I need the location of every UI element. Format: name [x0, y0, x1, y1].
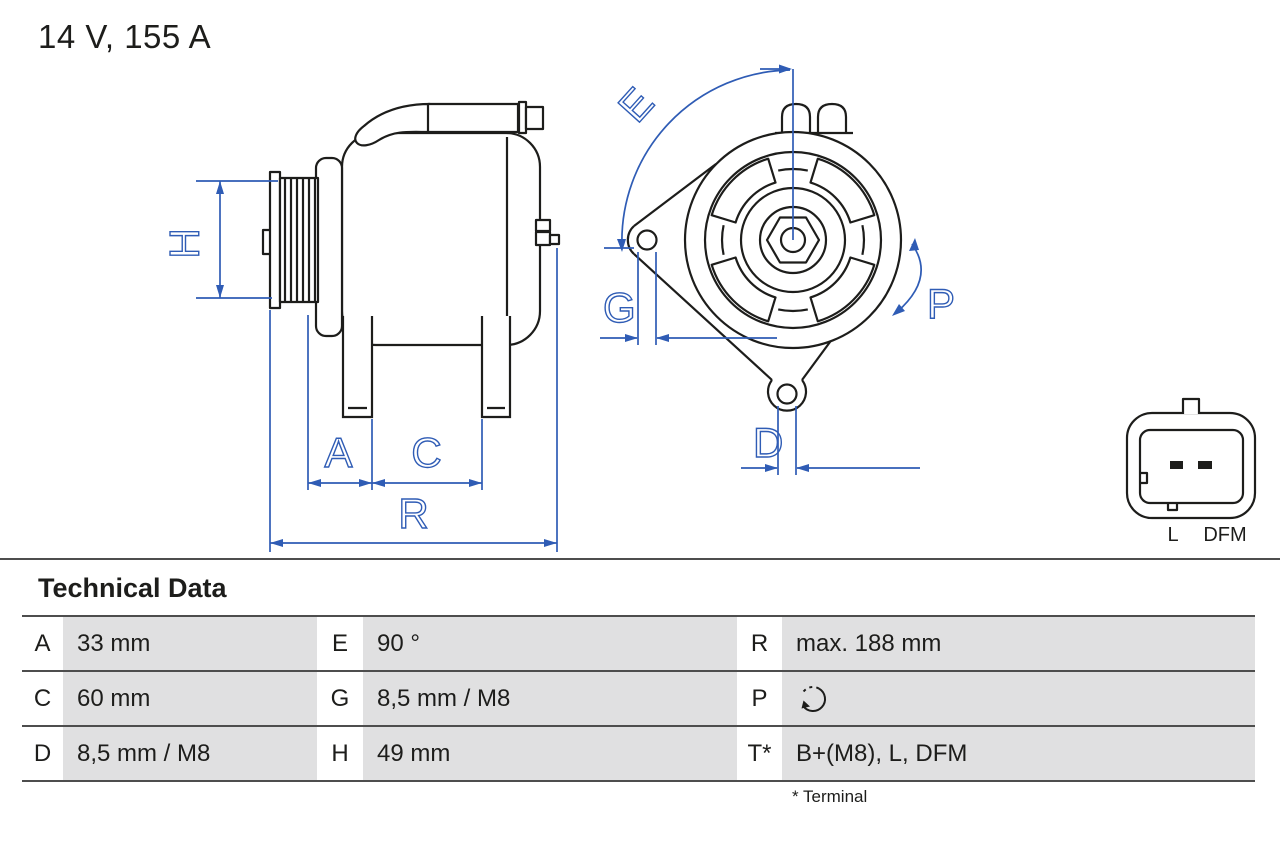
alternator-side-view: [261, 100, 561, 419]
connector-side-step: [1140, 471, 1149, 485]
mounting-hole-left: [636, 229, 658, 251]
spec-value-r: max. 188 mm: [782, 617, 1255, 670]
connector-pin-l: [1170, 461, 1183, 469]
vent-slot: [809, 157, 876, 224]
rear-terminal-tab: [548, 233, 561, 246]
rotation-direction-icon: [800, 685, 826, 712]
spec-key-d: D: [22, 727, 63, 780]
b-plus-stud-end: [524, 105, 545, 131]
vent-slot: [710, 157, 777, 224]
connector-pin-dfm: [1198, 461, 1212, 469]
spec-value-e: 90 °: [363, 617, 737, 670]
connector-diagram: L DFM: [1125, 397, 1257, 546]
terminal-footnote: * Terminal: [792, 787, 868, 806]
front-view-dimensions: E G D P: [600, 64, 956, 475]
page-title: 14 V, 155 A: [38, 18, 212, 55]
spec-value-d: 8,5 mm / M8: [63, 727, 317, 780]
table-row: A 33 mm E 90 ° R max. 188 mm: [22, 615, 1255, 670]
technical-data-table: A 33 mm E 90 ° R max. 188 mm C 60 mm G 8…: [22, 615, 1255, 782]
b-plus-cylinder: [426, 102, 520, 134]
connector-key-notch: [1166, 503, 1179, 512]
spec-key-h: H: [317, 727, 363, 780]
spec-key-c: C: [22, 672, 63, 725]
b-plus-duct: [354, 102, 432, 147]
dim-label-r: R: [398, 490, 429, 537]
dim-label-d: D: [753, 419, 784, 466]
pulley-groove-lines: [283, 178, 317, 302]
spec-value-c: 60 mm: [63, 672, 317, 725]
spec-value-g: 8,5 mm / M8: [363, 672, 737, 725]
body-lower-left-edge: [633, 253, 773, 381]
mounting-hole-bottom: [776, 383, 798, 405]
rear-terminal-lower: [534, 230, 552, 247]
rear-terminal-upper: [534, 218, 552, 233]
spec-key-g: G: [317, 672, 363, 725]
pulley-ribs: [278, 176, 320, 304]
section-divider: [0, 558, 1280, 560]
spec-key-a: A: [22, 617, 63, 670]
connector-cavity: [1138, 428, 1245, 505]
vent-ring-arcs: [721, 168, 865, 312]
mounting-foot-left: [341, 316, 374, 419]
dim-label-g: G: [603, 284, 637, 331]
table-row: C 60 mm G 8,5 mm / M8 P: [22, 670, 1255, 725]
alternator-body: [340, 131, 542, 347]
dim-label-p: P: [927, 280, 956, 327]
bottom-lug-tip: [766, 379, 808, 412]
connector-pin-label-dfm: DFM: [1203, 524, 1246, 546]
spec-value-a: 33 mm: [63, 617, 317, 670]
body-upper-left-edge: [633, 163, 717, 227]
alternator-drawing: H A C R: [160, 64, 1257, 552]
alternator-front-view: [626, 102, 903, 412]
technical-data-heading: Technical Data: [38, 573, 227, 603]
spec-key-e: E: [317, 617, 363, 670]
technical-drawing-area: 14 V, 155 A: [38, 18, 1257, 552]
dim-label-h: H: [161, 227, 208, 258]
connector-pin-label-l: L: [1167, 524, 1178, 546]
connector-top-tab: [1181, 397, 1201, 414]
spec-value-h: 49 mm: [363, 727, 737, 780]
vent-slot: [710, 256, 777, 323]
dim-label-a: A: [324, 429, 353, 476]
dim-label-c: C: [411, 429, 442, 476]
spec-value-t: B+(M8), L, DFM: [782, 727, 1255, 780]
spec-key-p: P: [737, 672, 782, 725]
front-bracket: [314, 156, 344, 338]
spec-key-r: R: [737, 617, 782, 670]
side-view-dimensions: H A C R: [160, 180, 558, 552]
table-row: D 8,5 mm / M8 H 49 mm T* B+(M8), L, DFM: [22, 725, 1255, 782]
spec-value-p: [782, 672, 1255, 725]
dim-label-e: E: [609, 78, 663, 131]
left-lug-tip: [626, 225, 635, 255]
spec-key-t: T*: [737, 727, 782, 780]
shaft-hex-nut: [765, 216, 821, 264]
top-terminal-post-1: [780, 102, 812, 133]
top-terminal-post-2: [816, 102, 848, 133]
pulley-flange: [268, 170, 282, 310]
mounting-foot-right: [480, 316, 512, 419]
vent-slot: [809, 256, 876, 323]
